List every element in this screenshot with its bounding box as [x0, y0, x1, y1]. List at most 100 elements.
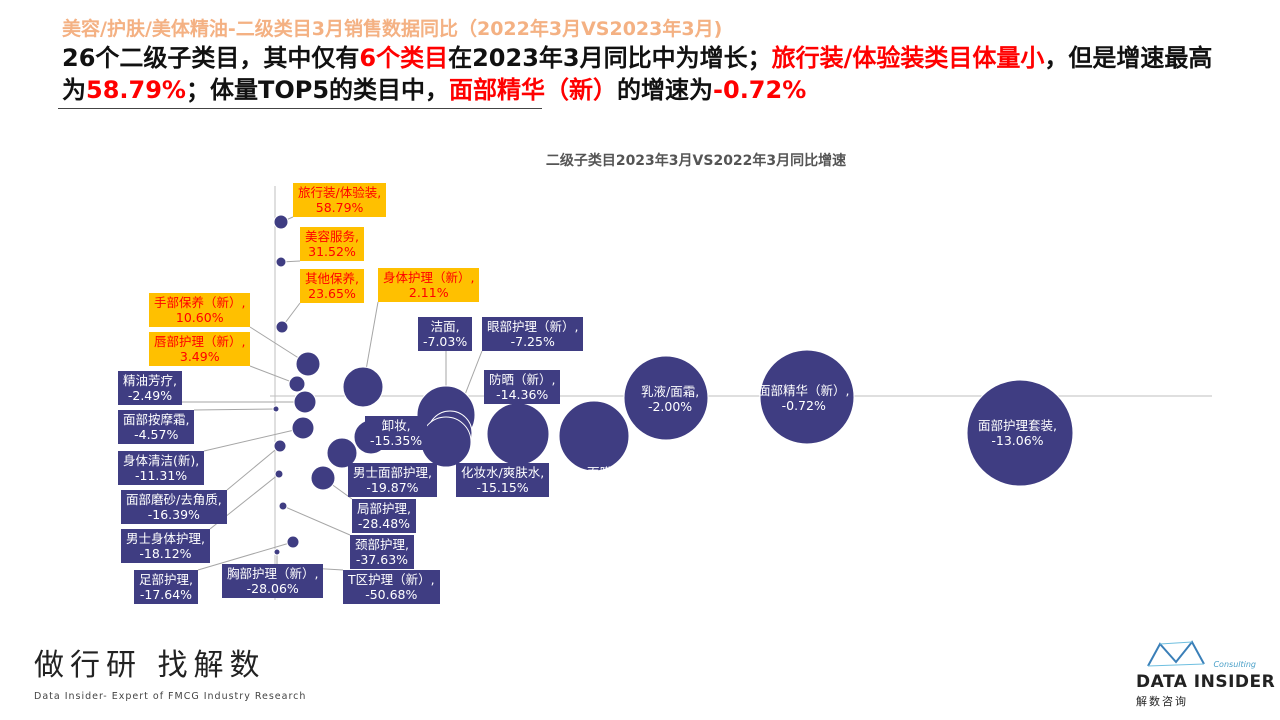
bubble-label: 面膜（新）,-14.32% [582, 463, 658, 497]
leader-line [203, 427, 304, 452]
headline-highlight: 6个类目 [359, 44, 449, 72]
bubble-label: 眼部护理（新）,-7.25% [482, 317, 584, 351]
chart-title: 二级子类目2023年3月VS2022年3月同比增速 [545, 153, 847, 169]
bubble-label-name: 局部护理, [357, 501, 411, 516]
bubble-label: 身体清洁(新),-11.31% [118, 451, 205, 485]
bubble [273, 439, 287, 453]
leader-line [197, 541, 294, 571]
bubble-label: 其他保养,23.65% [300, 269, 364, 303]
bubble-label: 美容服务,31.52% [300, 227, 364, 261]
bubble [273, 548, 281, 556]
bubble-label: 旅行装/体验装,58.79% [293, 183, 387, 217]
page-subtitle: 美容/护肤/美体精油-二级类目3月销售数据同比（2022年3月VS2023年3月… [62, 18, 723, 40]
bubble-label-name: T区护理（新）, [348, 572, 435, 587]
bubble-label: 洁面,-7.03% [418, 317, 473, 351]
bubble-label-value: 58.79% [315, 200, 364, 215]
bubble-label: 男士面部护理,-19.87% [348, 463, 437, 497]
headline-highlight: -0.72% [713, 76, 807, 104]
bubble-label: 化妆水/爽肤水,-15.15% [456, 463, 550, 497]
bubble-label-value: -17.64% [139, 587, 193, 602]
bubble-label: 胸部护理（新）,-28.06% [222, 564, 324, 598]
bubble-label-value: -4.57% [134, 427, 179, 442]
bubble-label: 卸妆,-15.35% [365, 416, 428, 450]
bubble-label-name: 其他保养, [305, 271, 359, 286]
headline-part: 26个二级子类目，其中仅有 [62, 44, 360, 72]
bubble-label-name: 面膜（新）, [587, 465, 654, 480]
logo-chinese: 解数咨询 [1136, 695, 1188, 708]
bubble-label-name: 精油芳疗, [123, 373, 177, 388]
headline-highlight: 58.79% [86, 76, 186, 104]
bubble-label-value: -14.36% [496, 387, 549, 402]
bubble [623, 355, 709, 441]
bubble [278, 501, 288, 511]
bubble-label-value: -28.48% [357, 516, 411, 531]
leader-line [282, 505, 351, 536]
bubble-label-name: 旅行装/体验装, [298, 185, 382, 200]
bubble-label-name: 唇部护理（新）, [154, 334, 246, 349]
bubble [293, 390, 317, 414]
bubble-label: 精油芳疗,-2.49% [118, 371, 182, 405]
bubble-label-name: 洁面, [430, 319, 460, 334]
bubble [288, 375, 306, 393]
bubble-label: 面部护理套装,-13.06% [973, 416, 1062, 450]
leader-line [226, 445, 281, 491]
bubble-label-name: 手部保养（新）, [154, 295, 246, 310]
bubble-label: 面部按摩霜,-4.57% [118, 410, 195, 444]
headline-part: ；体量TOP5的类目中， [185, 76, 450, 104]
bubble [295, 351, 321, 377]
bubble-label-value: 3.49% [179, 349, 220, 364]
bubble-label-name: 身体护理（新）, [383, 270, 475, 285]
bubble [342, 366, 384, 408]
bubble-label-name: 卸妆, [381, 418, 411, 433]
bubble-label: 身体护理（新）,2.11% [378, 268, 480, 302]
bubble [274, 469, 284, 479]
bubble-label-value: -7.25% [510, 334, 555, 349]
bubble-label-name: 面部护理套装, [978, 418, 1057, 433]
bubble-label-name: 男士身体护理, [126, 531, 205, 546]
bubble-label: 局部护理,-28.48% [352, 499, 416, 533]
bubble-label-value: -15.15% [476, 480, 529, 495]
bubble-label-name: 男士面部护理, [353, 465, 432, 480]
bubble-label-name: 美容服务, [305, 229, 359, 244]
brand-subtitle: Data Insider- Expert of FMCG Industry Re… [34, 691, 307, 702]
bubble-label-name: 胸部护理（新）, [227, 566, 319, 581]
bubble-label: T区护理（新）,-50.68% [343, 570, 440, 604]
bubble-label: 手部保养（新）,10.60% [149, 293, 251, 327]
bubble-label: 面部精华（新）,-0.72% [753, 381, 854, 415]
headline-highlight: 面部精华（新） [449, 76, 618, 104]
bubble-label-value: 2.11% [408, 285, 449, 300]
bubble-label-value: -37.63% [355, 552, 409, 567]
leader-lines [182, 216, 519, 571]
bubble-label: 足部护理,-17.64% [134, 570, 198, 604]
headline-highlight: 旅行装/体验装类目体量小 [771, 44, 1045, 72]
bubble-label: 唇部护理（新）,3.49% [149, 332, 251, 366]
bubble-label-value: -19.87% [366, 480, 419, 495]
bubble-label-value: -2.00% [647, 399, 693, 414]
leader-line [193, 408, 277, 411]
bubble-label-value: 23.65% [308, 286, 356, 301]
headline-part: 的增速为 [617, 76, 714, 104]
bubble-label-value: -11.31% [135, 468, 188, 483]
bubble [420, 416, 472, 468]
bubble-label-value: -14.32% [594, 480, 647, 495]
bubble-label-value: -16.39% [147, 507, 200, 522]
data-insider-logo: Consulting DATA INSIDER 解数咨询 [1136, 640, 1275, 710]
bubble-label: 面部磨砂/去角质,-16.39% [121, 490, 227, 524]
bubble-label-name: 眼部护理（新）, [487, 319, 579, 334]
bubble-label-name: 足部护理, [139, 572, 193, 587]
bubble-label: 乳液/面霜,-2.00% [636, 382, 704, 416]
bubble [273, 214, 289, 230]
bubble-label: 颈部护理,-37.63% [350, 535, 414, 569]
bubble [310, 465, 336, 491]
logo-text: DATA INSIDER [1136, 672, 1276, 692]
bubble-label-value: -50.68% [365, 587, 418, 602]
bubble-label-name: 乳液/面霜, [641, 384, 700, 399]
bubble-label-name: 面部按摩霜, [123, 412, 190, 427]
bubble-label-value: -0.72% [781, 398, 826, 413]
logo-icon [1147, 640, 1205, 667]
logo-consulting: Consulting [1213, 660, 1256, 669]
bubble [291, 416, 315, 440]
bubble [558, 400, 630, 472]
bubble [966, 379, 1074, 487]
bubble-label: 男士身体护理,-18.12% [121, 529, 210, 563]
